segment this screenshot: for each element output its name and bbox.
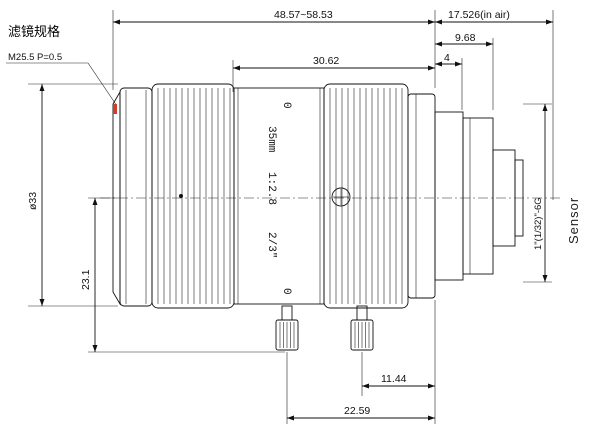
filter-thread-accent bbox=[113, 104, 117, 114]
lens-body bbox=[112, 83, 524, 309]
mark-format: 2/3" bbox=[265, 232, 277, 258]
dim-in-air: 17.526(in air) bbox=[448, 9, 510, 21]
mark-focal-length: 35mm bbox=[265, 126, 277, 153]
mark-zero-bottom: 0 bbox=[280, 288, 292, 295]
thumb-screw-iris bbox=[350, 305, 374, 351]
dim-2259: 22.59 bbox=[344, 405, 370, 417]
rear-grip-ridges bbox=[329, 88, 403, 304]
filter-label: 滤镜规格 bbox=[8, 24, 60, 40]
thread-dimension bbox=[523, 103, 552, 283]
filter-leader bbox=[87, 62, 118, 107]
dim-diameter: ø33 bbox=[27, 192, 39, 210]
bottom-dimensions bbox=[286, 300, 436, 424]
dim-4: 4 bbox=[444, 52, 450, 64]
top-dimensions bbox=[112, 10, 554, 200]
left-dimensions bbox=[28, 83, 285, 353]
filter-spec: M25.5 P=0.5 bbox=[8, 52, 62, 63]
thumb-screw-focus bbox=[275, 305, 299, 351]
mark-aperture: 1:2.8 bbox=[265, 172, 277, 205]
lock-screw-head bbox=[331, 187, 351, 207]
sensor-label: Sensor bbox=[566, 197, 581, 244]
dim-968: 9.68 bbox=[455, 32, 476, 44]
dim-overall-length: 48.57~58.53 bbox=[274, 9, 333, 21]
mark-zero-top: 0 bbox=[280, 102, 292, 109]
focus-index-dot bbox=[179, 194, 183, 198]
dim-231: 23.1 bbox=[80, 269, 92, 290]
dim-1144: 11.44 bbox=[381, 373, 407, 385]
dim-thread: 1"(1/32)"-6G bbox=[533, 197, 544, 250]
dim-3062: 30.62 bbox=[313, 55, 339, 67]
front-grip-ridges bbox=[157, 88, 231, 304]
